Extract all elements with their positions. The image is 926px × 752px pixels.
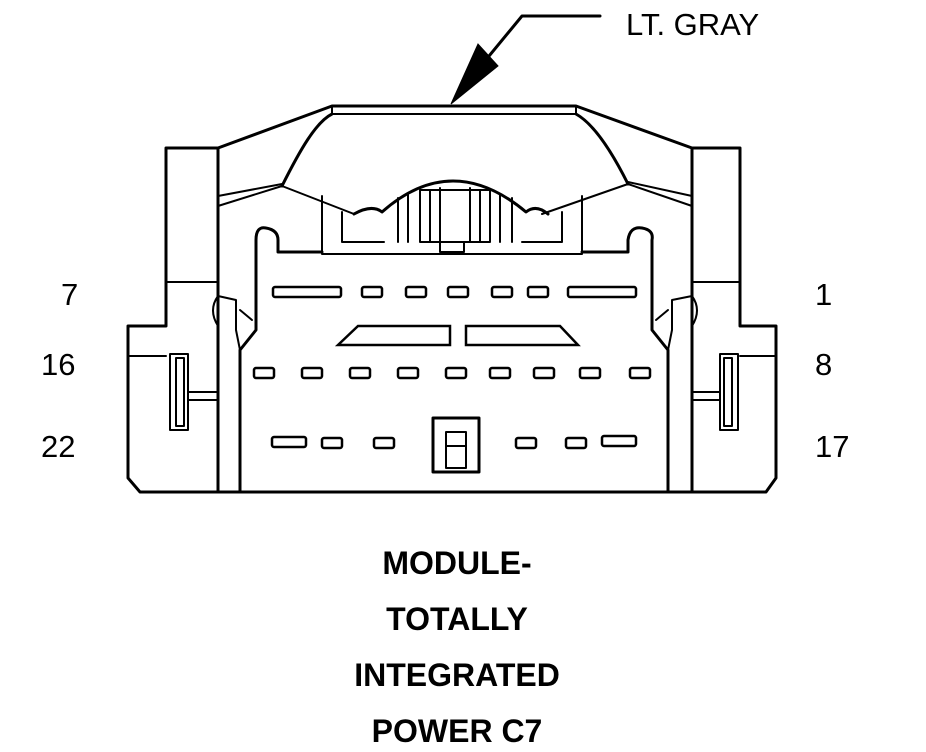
- housing-outline: [216, 104, 694, 494]
- pin-label-16: 16: [41, 347, 75, 382]
- cavity-row-1: [271, 285, 638, 299]
- right-latch: [719, 353, 739, 431]
- arrow-head-icon: [450, 43, 499, 105]
- title-line-1: MODULE-: [382, 545, 531, 581]
- connector-body: [126, 104, 778, 494]
- cavity-row-2: [252, 366, 652, 380]
- center-locator: [431, 416, 481, 474]
- key-rib-left: [334, 324, 452, 347]
- color-label: LT. GRAY: [626, 7, 759, 42]
- pin-label-8: 8: [815, 347, 832, 382]
- pin-label-17: 17: [815, 429, 849, 464]
- title-line-4: POWER C7: [372, 713, 543, 749]
- key-rib-right: [464, 324, 581, 347]
- left-latch: [169, 353, 189, 431]
- cavity-row-3: [270, 434, 638, 450]
- pin-label-1: 1: [815, 277, 832, 312]
- dome-sides: [280, 112, 630, 188]
- latch-arch: [352, 179, 550, 216]
- pin-label-7: 7: [61, 277, 78, 312]
- pin-label-22: 22: [41, 429, 75, 464]
- title-line-3: INTEGRATED: [354, 657, 560, 693]
- pin-labels: 7 1 16 8 22 17: [41, 277, 849, 464]
- title-line-2: TOTALLY: [386, 601, 528, 637]
- right-flange: [690, 146, 778, 494]
- inner-face: [238, 226, 670, 494]
- left-flange: [126, 146, 220, 494]
- connector-title: MODULE- TOTALLY INTEGRATED POWER C7: [354, 545, 560, 749]
- color-callout: LT. GRAY: [450, 7, 759, 105]
